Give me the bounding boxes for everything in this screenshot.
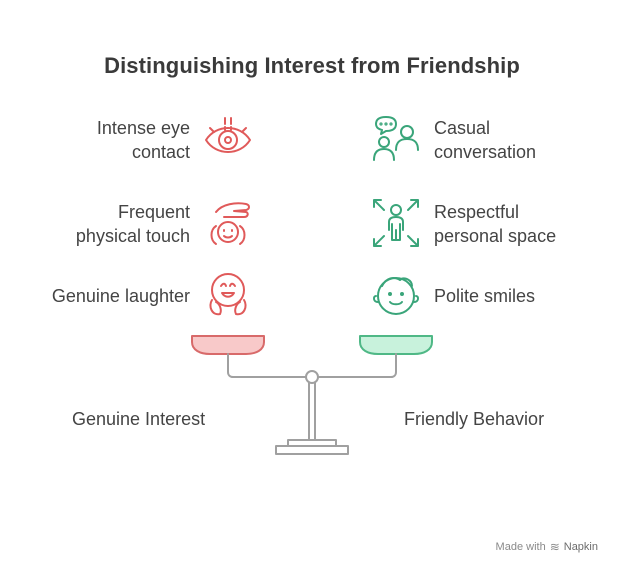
- eye-icon: [202, 114, 254, 164]
- right-item-polite-smiles-label: Polite smiles: [434, 284, 604, 308]
- label-line: Genuine laughter: [51, 286, 190, 306]
- right-item-personal-space-label: Respectful personal space: [434, 200, 604, 248]
- brand-text: Napkin: [563, 541, 598, 553]
- left-item-eye-contact-label: Intense eye contact: [40, 116, 190, 164]
- smiling-face-icon: [370, 270, 422, 320]
- right-side-heading: Friendly Behavior: [404, 409, 545, 429]
- label-line: personal space: [434, 226, 557, 246]
- label-line: Polite smiles: [434, 286, 536, 306]
- label-line: conversation: [434, 142, 537, 162]
- made-with-text: Made with: [495, 541, 546, 553]
- page-title: Distinguishing Interest from Friendship: [104, 53, 520, 78]
- touch-icon: [202, 196, 254, 250]
- label-line: physical touch: [75, 226, 190, 246]
- left-item-physical-touch-label: Frequent physical touch: [40, 200, 190, 248]
- right-item-conversation-label: Casual conversation: [434, 116, 604, 164]
- balance-scale: [180, 330, 450, 460]
- napkin-logo-icon: ≋: [549, 540, 560, 554]
- laughing-face-icon: [202, 270, 254, 320]
- label-line: contact: [131, 142, 190, 162]
- footer-watermark: Made with ≋ Napkin: [496, 540, 598, 554]
- personal-space-icon: [370, 196, 422, 250]
- left-pan: [191, 335, 265, 355]
- label-line: Respectful: [434, 202, 520, 222]
- conversation-icon: [370, 114, 422, 164]
- label-line: Intense eye: [96, 118, 190, 138]
- left-side-heading: Genuine Interest: [72, 409, 206, 429]
- label-line: Frequent: [117, 202, 190, 222]
- left-item-laughter-label: Genuine laughter: [20, 284, 190, 308]
- right-pan: [359, 335, 433, 355]
- label-line: Casual: [434, 118, 491, 138]
